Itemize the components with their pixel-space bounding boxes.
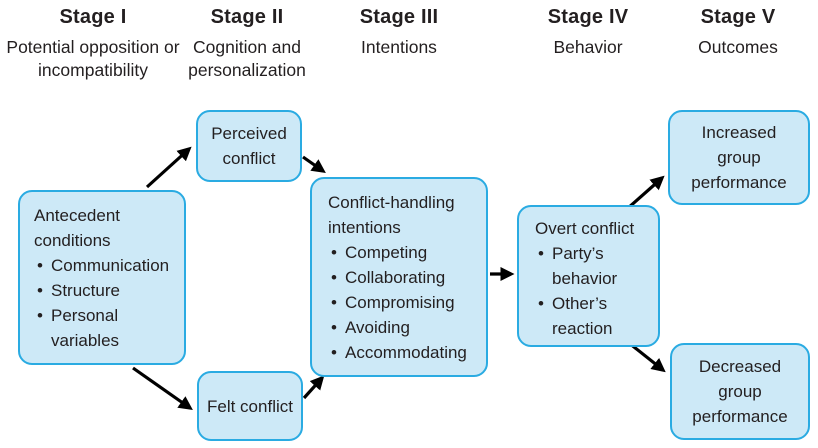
bullet-item: Avoiding bbox=[328, 315, 482, 340]
stage-3-header: Stage III Intentions bbox=[319, 6, 479, 59]
stage-5-subtitle: Outcomes bbox=[698, 37, 778, 57]
stage-1-title: Stage I bbox=[59, 6, 127, 28]
bullet-item: Personal variables bbox=[34, 303, 180, 353]
arrow-felt-to-intentions bbox=[302, 375, 325, 400]
arrow-overt-to-decreased bbox=[628, 341, 666, 373]
bullet-item: Communication bbox=[34, 253, 180, 278]
node-label: Perceived conflict bbox=[211, 124, 287, 168]
overt-bullet-list: Party’s behavior Other’s reaction bbox=[535, 241, 654, 341]
stage-4-subtitle: Behavior bbox=[553, 37, 623, 57]
stage-2-header: Stage II Cognition and personalization bbox=[172, 6, 322, 82]
stage-4-header: Stage IV Behavior bbox=[508, 6, 668, 59]
node-antecedent-conditions: Antecedent conditions Communication Stru… bbox=[18, 190, 186, 365]
antecedent-bullet-list: Communication Structure Personal variabl… bbox=[34, 253, 180, 353]
node-title: Conflict-handling intentions bbox=[328, 193, 455, 237]
node-perceived-conflict: Perceived conflict bbox=[196, 110, 302, 182]
node-label: Felt conflict bbox=[207, 396, 293, 416]
bullet-item: Accommodating bbox=[328, 340, 482, 365]
stage-1-subtitle: Potential opposition or incompatibility bbox=[6, 37, 180, 80]
stage-5-header: Stage V Outcomes bbox=[658, 6, 818, 59]
node-decreased-group-performance: Decreased group performance bbox=[670, 343, 810, 440]
stage-2-title: Stage II bbox=[210, 6, 284, 28]
node-label: Increased group performance bbox=[691, 123, 787, 192]
bullet-item: Structure bbox=[34, 278, 180, 303]
node-increased-group-performance: Increased group performance bbox=[668, 110, 810, 205]
bullet-item: Compromising bbox=[328, 290, 482, 315]
bullet-item: Other’s reaction bbox=[535, 291, 654, 341]
arrow-antecedent-to-perceived bbox=[145, 146, 192, 189]
node-title: Overt conflict bbox=[535, 219, 635, 238]
arrow-perceived-to-intentions bbox=[302, 155, 326, 174]
stage-3-title: Stage III bbox=[359, 6, 439, 28]
stage-5-title: Stage V bbox=[700, 6, 776, 28]
node-title: Antecedent conditions bbox=[34, 206, 121, 250]
node-felt-conflict: Felt conflict bbox=[197, 371, 303, 441]
node-overt-conflict: Overt conflict Party’s behavior Other’s … bbox=[517, 205, 660, 347]
stage-4-title: Stage IV bbox=[547, 6, 629, 28]
stage-3-subtitle: Intentions bbox=[361, 37, 437, 57]
stage-2-subtitle: Cognition and personalization bbox=[188, 37, 306, 80]
node-conflict-handling-intentions: Conflict-handling intentions Competing C… bbox=[310, 177, 488, 377]
bullet-item: Competing bbox=[328, 240, 482, 265]
intentions-bullet-list: Competing Collaborating Compromising Avo… bbox=[328, 240, 482, 365]
node-label: Decreased group performance bbox=[692, 357, 788, 426]
arrow-antecedent-to-felt bbox=[132, 366, 193, 411]
bullet-item: Party’s behavior bbox=[535, 241, 654, 291]
bullet-item: Collaborating bbox=[328, 265, 482, 290]
stage-1-header: Stage I Potential opposition or incompat… bbox=[1, 6, 185, 82]
